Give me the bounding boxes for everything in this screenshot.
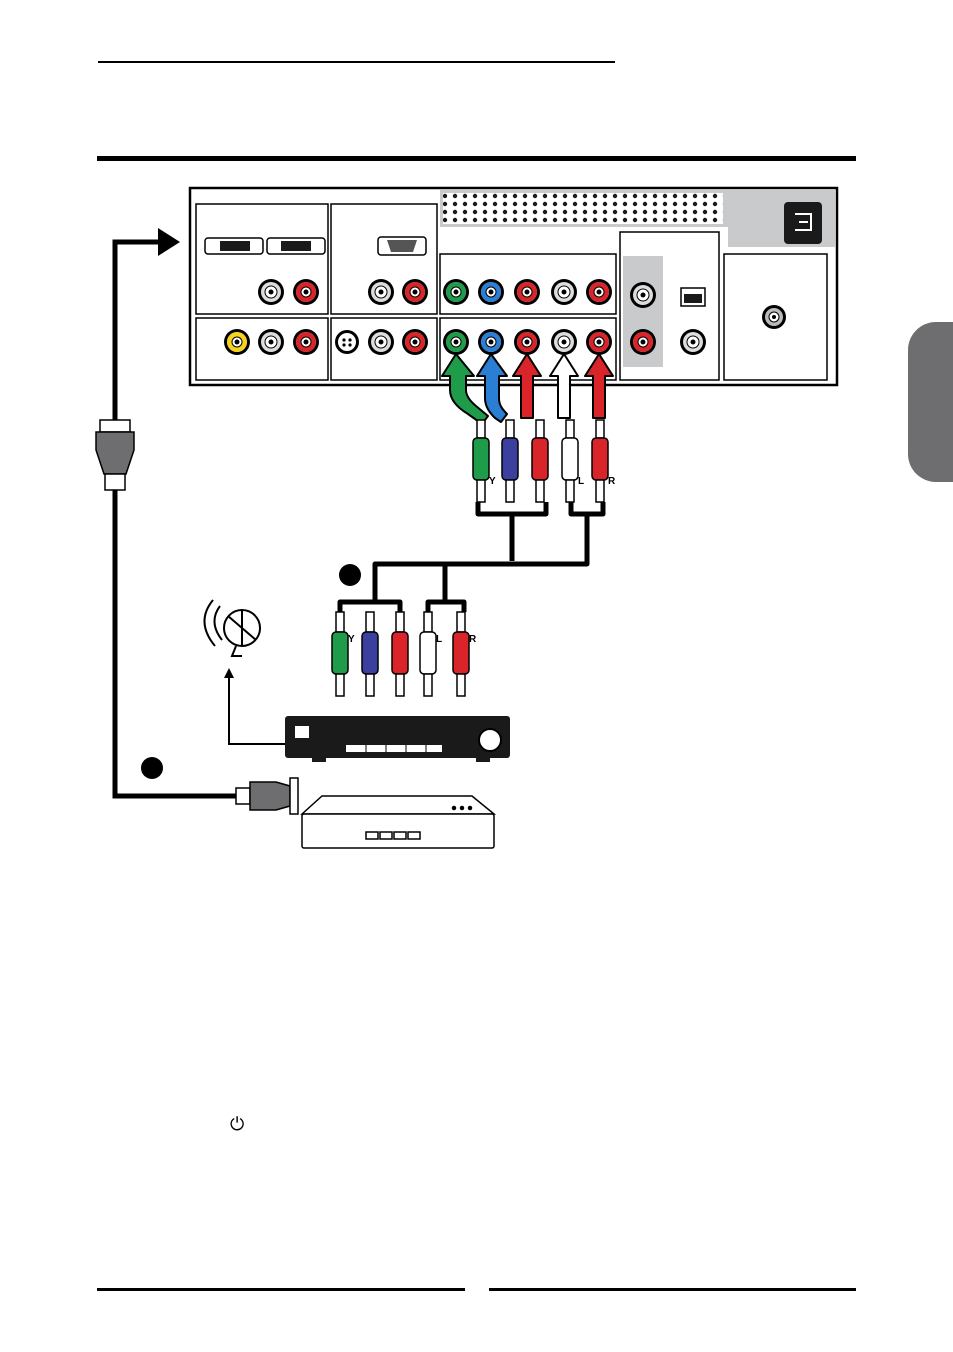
lower-label-l: L (436, 634, 442, 645)
ethernet-port (681, 288, 705, 306)
vga-port (378, 237, 426, 255)
jack-hdmi-audio-l (258, 279, 284, 305)
set-top-box (302, 796, 494, 848)
lower-label-y: Y (348, 634, 355, 645)
jack-pc-audio-r (402, 279, 428, 305)
av-jacks (224, 329, 319, 355)
dvi-cable-upper (115, 242, 161, 420)
lower-label-r: R (469, 634, 477, 645)
hdmi-port-2 (267, 238, 325, 254)
dvi-cable (115, 490, 243, 796)
dvi-arrow-head (158, 228, 180, 256)
upper-label-l: L (578, 476, 584, 487)
antenna-input (762, 305, 786, 329)
dish-cable-arrow (224, 668, 234, 678)
jack-hdmi-audio-r (293, 279, 319, 305)
jack-pc-audio-l (368, 279, 394, 305)
tv-rear-panel (190, 188, 837, 385)
dvi-plug-upper (96, 420, 134, 490)
satellite-receiver (285, 716, 510, 762)
upper-label-y: Y (489, 476, 496, 487)
lower-rca-plugs (332, 612, 469, 696)
upper-rca-plugs (473, 420, 608, 502)
svideo-jacks (335, 329, 428, 355)
upper-label-r: R (608, 476, 616, 487)
dvi-plug-lower (236, 778, 298, 814)
power-icon: ⏻ (230, 1116, 244, 1134)
dish-cable (229, 672, 287, 744)
step-badge-2 (339, 564, 361, 586)
hdmi-port-1 (205, 238, 263, 254)
satellite-dish-icon (204, 600, 260, 656)
step-badge-1 (141, 757, 163, 779)
coax-digital-jack (680, 329, 706, 355)
component-cable (340, 502, 603, 612)
power-inlet (784, 202, 822, 244)
